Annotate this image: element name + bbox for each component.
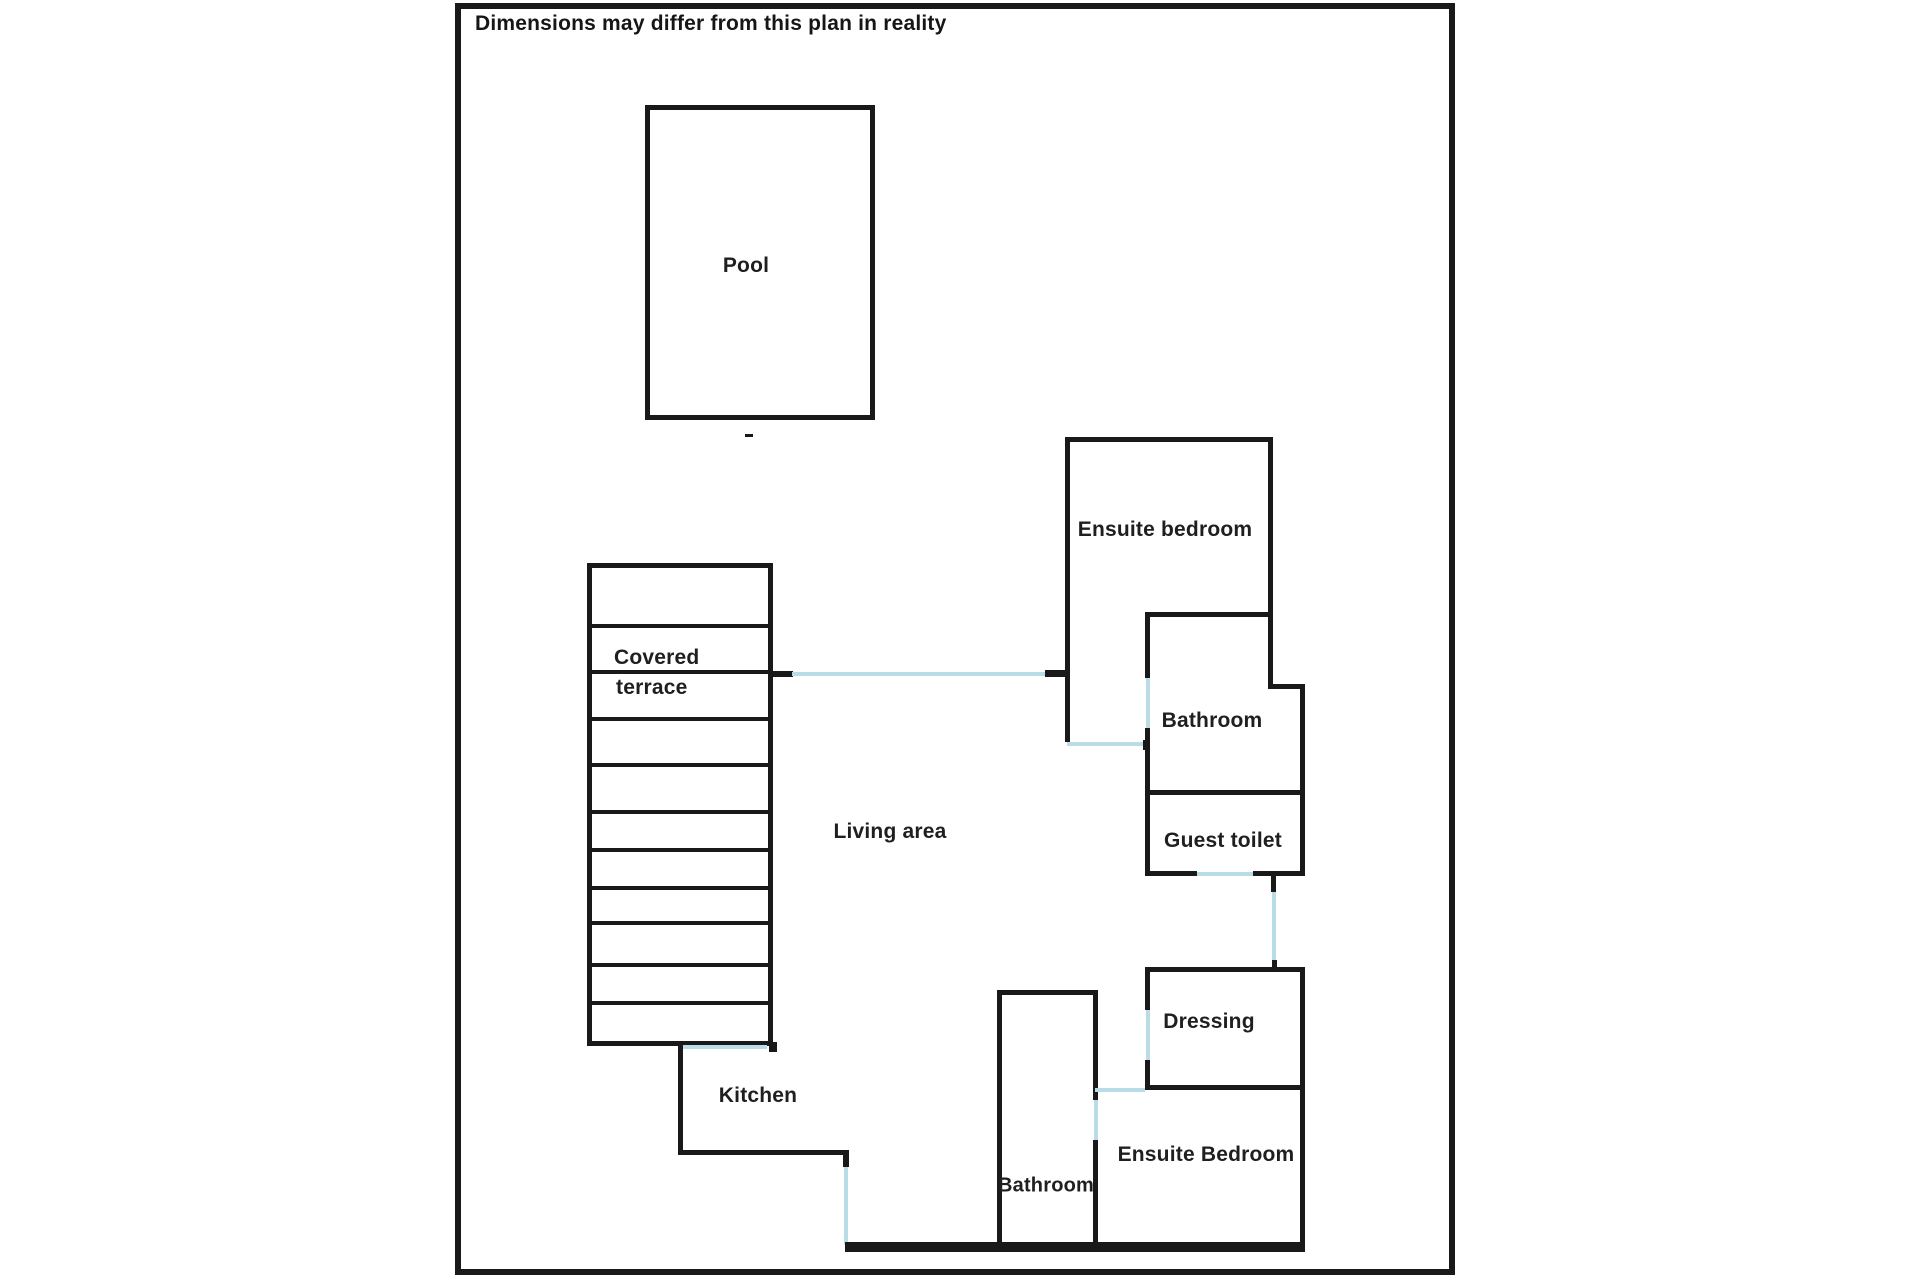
kitchen-door-opening: [844, 1167, 848, 1245]
terrace-tread-line: [590, 810, 770, 814]
terrace-tread-line: [590, 963, 770, 967]
terrace-tread-line: [590, 1001, 770, 1005]
covered-terrace-outline: [587, 563, 773, 1046]
living-area-label: Living area: [833, 820, 947, 843]
guest-toilet-bottom-wall-b: [1253, 871, 1305, 876]
bathroom-bottom-right-wall-b: [1093, 1140, 1098, 1247]
dressing-bottom-wall: [1145, 1085, 1305, 1090]
terrace-tread-line: [590, 763, 770, 767]
ensuite-top-top-wall: [1065, 437, 1273, 442]
hallway-opening: [1272, 892, 1276, 960]
ensuite-corridor-opening: [1067, 742, 1145, 746]
bathroom-top-door-opening: [1146, 678, 1150, 728]
terrace-door-opening: [683, 1045, 767, 1049]
ensuite-top-label: Ensuite bedroom: [1077, 518, 1253, 541]
glass-wall-opening: [792, 672, 1045, 676]
terrace-tread-line: [590, 670, 770, 674]
plan-disclaimer-text: Dimensions may differ from this plan in …: [475, 12, 947, 35]
dressing-door-opening: [1146, 1010, 1150, 1060]
pool-label: Pool: [722, 254, 770, 277]
bathroom-bottom-door-opening: [1094, 1100, 1098, 1140]
glass-wall-left-tick: [773, 671, 793, 677]
covered-terrace-label-1: Covered: [614, 646, 700, 669]
guest-toilet-door-opening: [1197, 872, 1253, 876]
bathroom-top-left-wall-b: [1145, 728, 1150, 750]
dressing-label: Dressing: [1163, 1010, 1255, 1033]
ensuite-top-left-wall: [1065, 437, 1070, 742]
kitchen-left-wall: [678, 1046, 683, 1155]
bathroom-top-notch-wall: [1270, 684, 1305, 689]
guest-toilet-bottom-wall-a: [1145, 871, 1197, 876]
terrace-tread-line: [590, 848, 770, 852]
kitchen-corner-tick: [843, 1150, 849, 1167]
dressing-left-wall-a: [1145, 967, 1150, 1010]
bathroom-top-top-wall: [1145, 612, 1273, 617]
guest-toilet-label: Guest toilet: [1164, 829, 1282, 852]
bathroom-bottom-right-wall-a: [1093, 990, 1098, 1100]
kitchen-label: Kitchen: [718, 1084, 798, 1107]
covered-terrace-label-2: terrace: [616, 676, 688, 699]
bathroom-top-label: Bathroom: [1161, 709, 1263, 732]
ensuite-bottom-label: Ensuite Bedroom: [1117, 1143, 1295, 1166]
guest-toilet-divider-wall: [1145, 790, 1305, 795]
ensuite-bottom-entry-opening: [1095, 1088, 1145, 1092]
kitchen-bottom-wall: [678, 1150, 849, 1155]
hallway-stub-top: [1271, 875, 1276, 892]
plot-border: [455, 3, 1455, 1275]
dressing-top-wall: [1145, 967, 1305, 972]
bathroom-bottom-left-wall: [997, 990, 1002, 1247]
ensuite-top-right-wall: [1268, 437, 1273, 689]
terrace-tread-line: [590, 717, 770, 721]
dressing-left-wall-b: [1145, 1060, 1150, 1087]
glass-wall-right-tick: [1045, 670, 1065, 677]
terrace-tread-line: [590, 886, 770, 890]
terrace-tread-line: [590, 921, 770, 925]
bathroom-top-left-wall-a: [1145, 612, 1150, 678]
terrace-corner-tick: [769, 1042, 777, 1052]
house-bottom-wall: [845, 1242, 1305, 1252]
bathroom-bottom-top-wall: [997, 990, 1093, 995]
bathroom-guesttoilet-right-wall: [1300, 687, 1305, 875]
dressing-ensuite-right-wall: [1300, 967, 1305, 1252]
pool-outline: [645, 105, 875, 420]
terrace-tread-line: [590, 624, 770, 628]
hallway-stub-bottom: [1272, 960, 1277, 970]
bathroom-bottom-label: Bathroom: [997, 1174, 1095, 1197]
pool-tick-mark: [745, 434, 753, 437]
guest-toilet-left-wall: [1145, 750, 1150, 875]
